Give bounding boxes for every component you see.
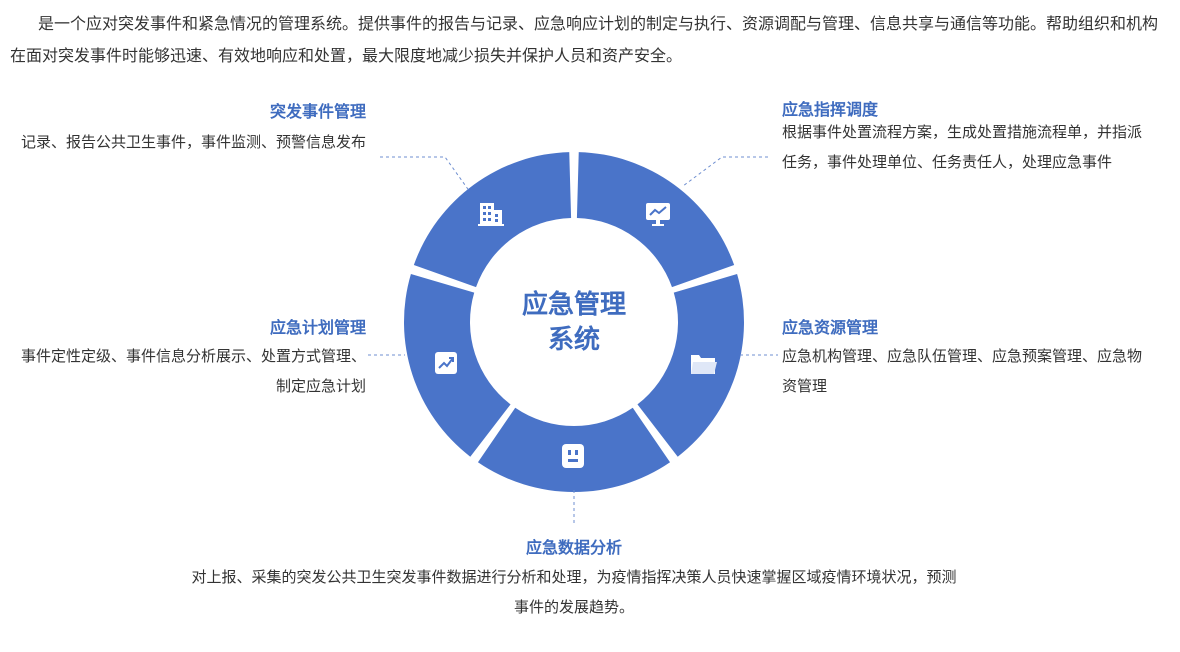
module-title-analysis: 应急数据分析 [525,538,622,557]
module-title-resource: 应急资源管理 [782,318,879,337]
segment-plan [404,274,511,457]
module-desc-incident: 记录、报告公共卫生事件，事件监测、预警信息发布 [20,133,366,151]
center-title-line2: 系统 [548,324,600,355]
module-title-dispatch: 应急指挥调度 [782,100,879,119]
module-desc-resource: 应急机构管理、应急队伍管理、应急预案管理、应急物资管理 [782,347,1143,395]
folder-icon [691,355,717,374]
intro-paragraph: 是一个应对突发事件和紧急情况的管理系统。提供事件的报告与记录、应急响应计划的制定… [10,14,1159,65]
building-icon [478,203,504,226]
clipboard-icon [562,444,584,468]
module-title-incident: 突发事件管理 [269,102,366,121]
module-desc-plan: 事件定性定级、事件信息分析展示、处置方式管理、制定应急计划 [20,347,366,395]
module-title-plan: 应急计划管理 [269,318,366,337]
module-desc-analysis: 对上报、采集的突发公共卫生突发事件数据进行分析和处理，为疫情指挥决策人员快速掌握… [191,568,957,616]
connector-dispatch [682,156,768,187]
connector-incident [380,156,471,193]
trend-chart-icon [435,352,457,374]
segment-resource [637,274,744,457]
center-title-line1: 应急管理 [522,289,626,320]
monitor-chart-icon [646,203,670,226]
module-desc-dispatch: 根据事件处置流程方案，生成处置措施流程单，并指派任务，事件处理单位、任务责任人，… [782,123,1143,171]
